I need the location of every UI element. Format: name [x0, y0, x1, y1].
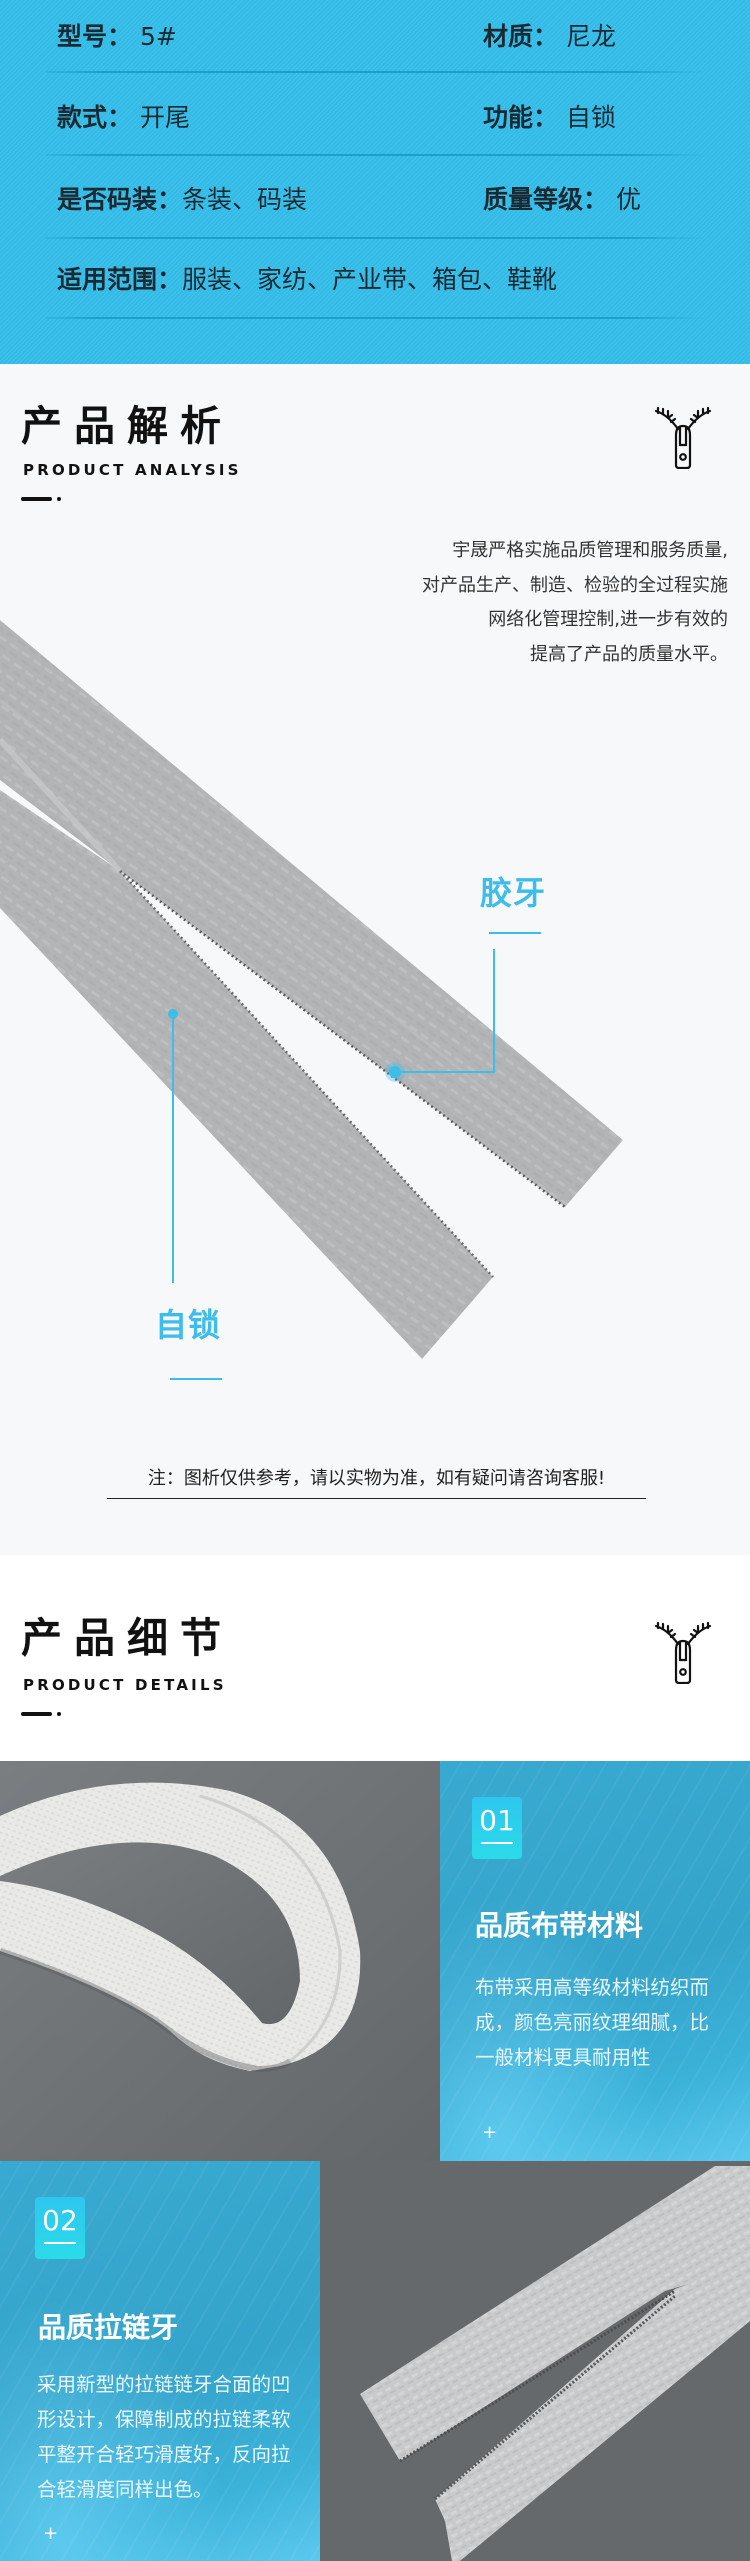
callout-underline: [170, 1378, 222, 1380]
spec-value: 优: [616, 185, 642, 214]
spec-label: 质量等级：: [483, 185, 609, 214]
detail-title: 品质拉链牙: [38, 2311, 179, 2344]
detail-panel-01: 01 品质布带材料 布带采用高等级材料纺织而 成，颜色亮丽纹理细腻，比 一般材料…: [440, 1761, 750, 2161]
spec-row: 适用范围：服装、家纺、产业带、箱包、鞋靴: [0, 260, 750, 300]
detail-row: 01 品质布带材料 布带采用高等级材料纺织而 成，颜色亮丽纹理细腻，比 一般材料…: [0, 1761, 750, 2161]
title-dash: [21, 497, 52, 501]
zipper-illustration: [0, 620, 623, 1359]
detail-body-line: 平整开合轻巧滑度好，反向拉: [37, 2443, 291, 2466]
detail-title: 品质布带材料: [475, 1909, 644, 1942]
spec-value: 服装、家纺、产业带、箱包、鞋靴: [182, 265, 558, 294]
number-badge: 01: [472, 1797, 522, 1859]
section-title: 产品细节: [21, 1614, 233, 1662]
divider: [46, 71, 704, 73]
plus-icon: +: [43, 2523, 59, 2544]
spec-row: 型号：5# 材质：尼龙: [0, 17, 750, 57]
detail-body: 采用新型的拉链链牙合面的凹 形设计，保障制成的拉链柔软 平整开合轻巧滑度好，反向…: [37, 2367, 291, 2507]
divider: [46, 154, 704, 156]
zipper-teeth-photo: [320, 2161, 750, 2561]
spec-label: 适用范围：: [57, 265, 183, 294]
spec-label: 功能：: [483, 103, 559, 132]
spec-packaging: 是否码装：条装、码装: [57, 180, 307, 220]
zipper-loop-image: [0, 1761, 440, 2161]
spec-model: 型号：5#: [57, 17, 177, 57]
intro-line: 网络化管理控制,进一步有效的: [488, 609, 728, 630]
badge-underline: [44, 2242, 76, 2244]
callout-dot: [168, 1009, 178, 1019]
open-zipper-image: [320, 2161, 750, 2561]
spec-row: 是否码装：条装、码装 质量等级：优: [0, 180, 750, 220]
title-dot: [57, 497, 61, 501]
spec-label: 款式：: [57, 103, 133, 132]
zipper-icon: [654, 407, 712, 469]
intro-line: 提高了产品的质量水平。: [530, 643, 728, 665]
spec-value: 开尾: [140, 103, 191, 132]
callout-underline: [489, 932, 541, 934]
divider: [46, 317, 704, 319]
spec-value: 自锁: [566, 103, 617, 132]
spec-value: 条装、码装: [182, 185, 308, 214]
spec-band: 型号：5# 材质：尼龙 款式：开尾 功能：自锁 是否码装：条装、码装 质量等级：…: [0, 0, 750, 364]
detail-body-line: 形设计，保障制成的拉链柔软: [37, 2408, 291, 2431]
product-analysis-section: 产品解析 PRODUCT ANALYSIS 宇晟严格实施品质管理和服务质量, 对…: [0, 364, 750, 1555]
detail-body-line: 合轻滑度同样出色。: [37, 2478, 213, 2501]
callout-label-self-lock: 自锁: [155, 1306, 222, 1344]
spec-function: 功能：自锁: [483, 98, 616, 138]
spec-quality-grade: 质量等级：优: [483, 180, 641, 220]
detail-body-line: 一般材料更具耐用性: [475, 2046, 651, 2069]
spec-application: 适用范围：服装、家纺、产业带、箱包、鞋靴: [57, 260, 557, 300]
callout-dot: [389, 1066, 401, 1078]
callout-line: [395, 1071, 495, 1073]
intro-paragraph: 宇晟严格实施品质管理和服务质量, 对产品生产、制造、检验的全过程实施 网络化管理…: [348, 534, 728, 672]
spec-label: 型号：: [57, 22, 133, 51]
spec-style: 款式：开尾: [57, 98, 190, 138]
badge-number: 01: [479, 1804, 515, 1837]
detail-body-line: 布带采用高等级材料纺织而: [475, 1976, 710, 1999]
section-subtitle: PRODUCT ANALYSIS: [23, 461, 242, 479]
section-title: 产品解析: [21, 402, 233, 450]
detail-body: 布带采用高等级材料纺织而 成，颜色亮丽纹理细腻，比 一般材料更具耐用性: [475, 1970, 709, 2075]
spec-material: 材质：尼龙: [483, 17, 616, 57]
callout-line: [493, 949, 495, 1073]
number-badge: 02: [35, 2197, 85, 2259]
divider: [46, 237, 704, 239]
detail-panel-02: 02 品质拉链牙 采用新型的拉链链牙合面的凹 形设计，保障制成的拉链柔软 平整开…: [0, 2161, 320, 2561]
title-dot: [57, 1712, 61, 1716]
spec-label: 材质：: [483, 22, 559, 51]
product-details-header: 产品细节 PRODUCT DETAILS: [0, 1555, 750, 1761]
intro-line: 宇晟严格实施品质管理和服务质量,: [452, 540, 728, 561]
spec-value: 尼龙: [566, 22, 617, 51]
intro-line: 对产品生产、制造、检验的全过程实施: [422, 574, 728, 596]
zipper-icon: [654, 1622, 712, 1684]
plus-icon: +: [482, 2122, 498, 2143]
callout-label-teeth: 胶牙: [480, 874, 547, 912]
callout-line: [172, 1015, 174, 1283]
fabric-tape-photo: [0, 1761, 440, 2161]
detail-row: 02 品质拉链牙 采用新型的拉链链牙合面的凹 形设计，保障制成的拉链柔软 平整开…: [0, 2161, 750, 2561]
spec-row: 款式：开尾 功能：自锁: [0, 98, 750, 138]
spec-value: 5#: [140, 22, 177, 51]
badge-underline: [481, 1842, 513, 1844]
disclaimer-note: 注：图析仅供参考，请以实物为准，如有疑问请咨询客服!: [107, 1464, 646, 1499]
section-subtitle: PRODUCT DETAILS: [23, 1676, 227, 1694]
spec-label: 是否码装：: [57, 185, 183, 214]
badge-number: 02: [42, 2204, 78, 2237]
title-dash: [21, 1712, 52, 1716]
detail-body-line: 成，颜色亮丽纹理细腻，比: [475, 2011, 710, 2034]
detail-body-line: 采用新型的拉链链牙合面的凹: [37, 2373, 291, 2396]
